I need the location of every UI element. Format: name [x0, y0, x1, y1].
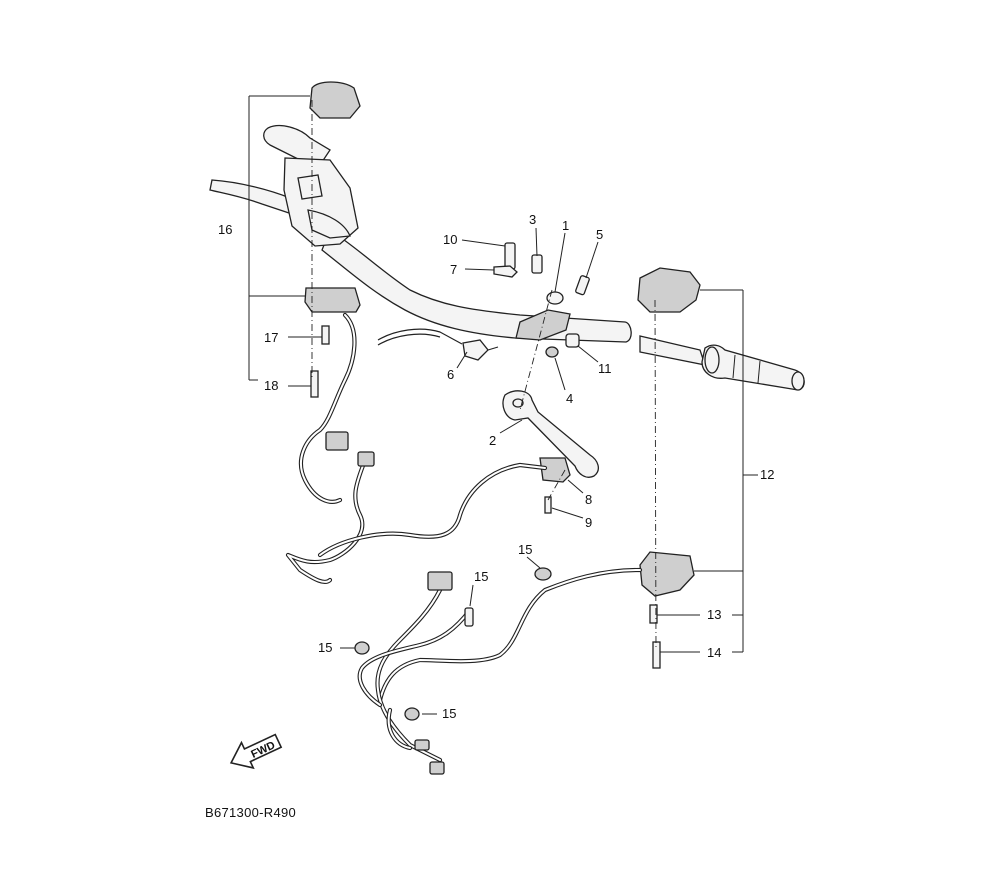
- callout-5: 5: [596, 227, 604, 242]
- callout-15-mid: 15: [474, 569, 489, 584]
- callout-3: 3: [529, 212, 537, 227]
- fwd-arrow-icon: FWD: [229, 733, 283, 770]
- clutch-lever-assembly: [462, 242, 600, 514]
- left-switch-assembly: [283, 81, 361, 398]
- callout-15-top: 15: [518, 542, 533, 557]
- callout-4: 4: [566, 391, 574, 406]
- drawing-code: B671300-R490: [205, 805, 297, 820]
- wire-harnesses: [285, 312, 643, 763]
- callout-17: 17: [264, 330, 279, 345]
- callout-8: 8: [585, 492, 593, 507]
- callout-10: 10: [443, 232, 458, 247]
- callout-9: 9: [585, 515, 593, 530]
- callout-14: 14: [707, 645, 722, 660]
- connectors: [325, 431, 552, 775]
- alignment-lines: [311, 100, 657, 651]
- right-switch-assembly: [637, 267, 701, 669]
- callout-7: 7: [450, 262, 458, 277]
- fwd-label: FWD: [249, 739, 277, 760]
- leader-lines: [248, 95, 758, 715]
- callout-15-left: 15: [318, 640, 333, 655]
- callout-6: 6: [447, 367, 455, 382]
- callout-15-bottom: 15: [442, 706, 457, 721]
- callout-13: 13: [707, 607, 722, 622]
- callout-12: 12: [760, 467, 775, 482]
- callout-18: 18: [264, 378, 279, 393]
- handlebar: [209, 124, 805, 391]
- callout-2: 2: [489, 433, 497, 448]
- callout-16: 16: [218, 222, 233, 237]
- callout-11: 11: [598, 361, 612, 376]
- callout-1: 1: [562, 218, 570, 233]
